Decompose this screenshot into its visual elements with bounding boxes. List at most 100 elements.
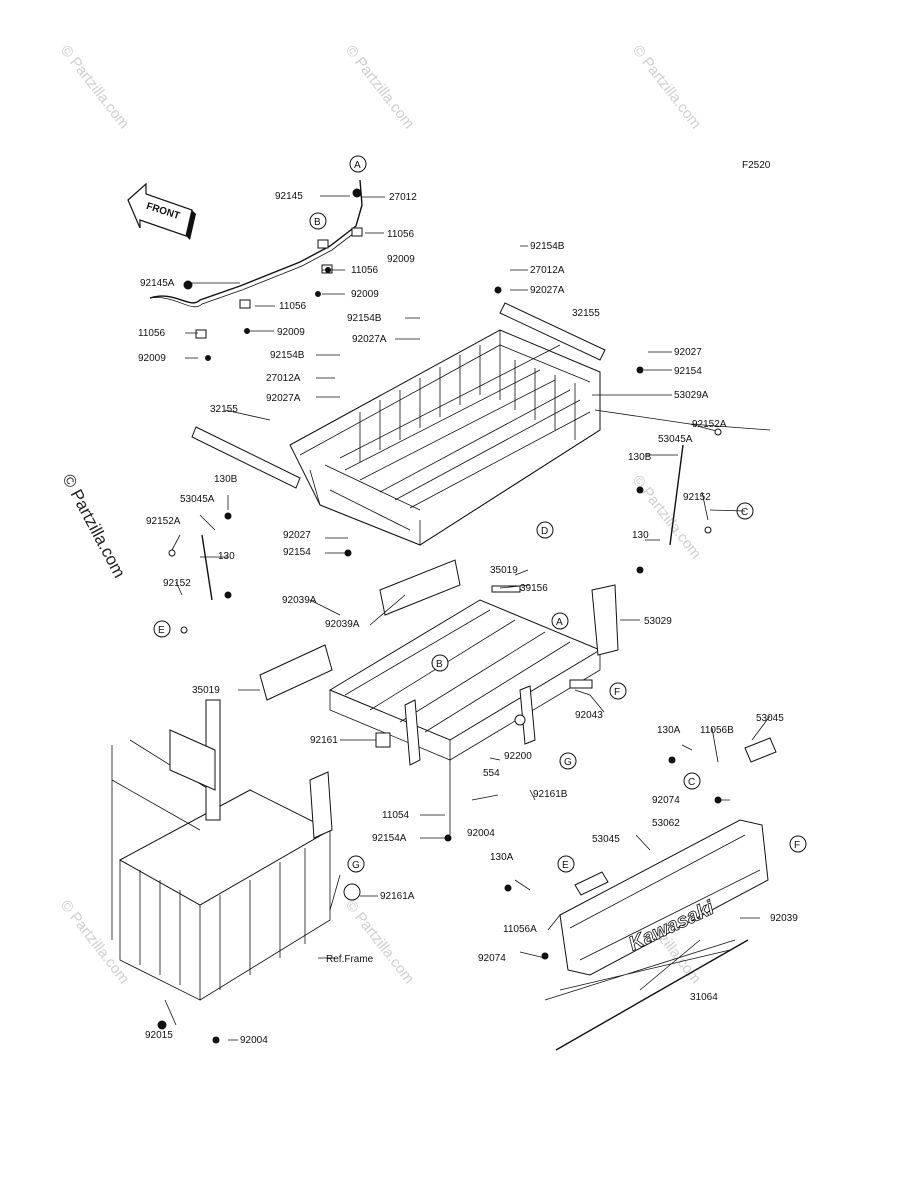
callout-f: F <box>614 687 620 698</box>
part-label: 53045A <box>180 494 215 505</box>
sub-frame <box>328 599 602 766</box>
part-label: 92161 <box>310 735 338 746</box>
callout-b: B <box>314 217 321 228</box>
part-label: 130B <box>214 474 238 485</box>
guard-panels <box>259 559 521 701</box>
part-label: 53029 <box>644 616 672 627</box>
part-label: 92154 <box>283 547 311 558</box>
part-label: 92039A <box>282 595 317 606</box>
part-label: 11056B <box>700 725 734 736</box>
part-label: 35019 <box>192 685 220 696</box>
part-labels: 92145 27012 11056 92009 92145A 11056 920… <box>138 191 798 1046</box>
part-label: 92161A <box>380 891 415 902</box>
part-label: 11056 <box>387 229 415 240</box>
side-rails <box>191 302 606 489</box>
part-label: 92027A <box>530 285 565 296</box>
callout-markers: A B C D E A B F G C F E G <box>153 155 807 873</box>
watermark: © Partzilla.com <box>629 42 705 132</box>
figure-code: F2520 <box>742 160 771 171</box>
watermark: © Partzilla.com <box>629 472 705 562</box>
part-label: 27012A <box>266 373 301 384</box>
part-label: 554 <box>483 768 500 779</box>
part-label: 92009 <box>387 254 415 265</box>
callout-c: C <box>741 507 748 518</box>
part-label: 92027 <box>674 347 702 358</box>
part-label: 130 <box>632 530 649 541</box>
cable-assembly <box>149 179 363 339</box>
watermark: © Partzilla.com <box>57 42 133 132</box>
fasteners <box>157 267 722 1044</box>
part-label: 53045 <box>592 834 620 845</box>
part-label: 130 <box>218 551 235 562</box>
part-label: 92009 <box>138 353 166 364</box>
part-label: 130A <box>490 852 514 863</box>
callout-f2: F <box>794 840 800 851</box>
callout-a: A <box>354 160 361 171</box>
part-label: 92043 <box>575 710 603 721</box>
part-label: 92145A <box>140 278 175 289</box>
part-label: 11056 <box>279 301 307 312</box>
part-label: 53029A <box>674 390 709 401</box>
part-label: 92074 <box>478 953 506 964</box>
part-label: 92161B <box>533 789 568 800</box>
watermark: © Partzilla.com <box>57 897 133 987</box>
part-label: 92200 <box>504 751 532 762</box>
part-label: 92154B <box>347 313 382 324</box>
part-label: 92152 <box>683 492 711 503</box>
cargo-bed <box>289 329 601 546</box>
part-label: 92154 <box>674 366 702 377</box>
part-label: 92039A <box>325 619 360 630</box>
part-label: 92027 <box>283 530 311 541</box>
part-label: 53062 <box>652 818 680 829</box>
part-label: 53045A <box>658 434 693 445</box>
part-label: 92152A <box>146 516 181 527</box>
part-label: 92039 <box>770 913 798 924</box>
part-label: 92152A <box>692 419 727 430</box>
part-label: 92152 <box>163 578 191 589</box>
callout-e2: E <box>562 860 569 871</box>
support-rod-left <box>201 534 213 601</box>
watermark: © Partzilla.com <box>342 897 418 987</box>
part-label: 11056 <box>138 328 166 339</box>
callout-g: G <box>564 757 572 768</box>
front-arrow-icon: FRONT <box>127 182 196 240</box>
part-label: 35019 <box>490 565 518 576</box>
vehicle-frame <box>111 699 361 1001</box>
part-label: 92004 <box>240 1035 268 1046</box>
part-label: 92027A <box>266 393 301 404</box>
callout-e: E <box>158 625 165 636</box>
callout-b2: B <box>436 659 443 670</box>
part-label: 92009 <box>277 327 305 338</box>
part-label: 53045 <box>756 713 784 724</box>
callout-g2: G <box>352 860 360 871</box>
part-label: 92154A <box>372 833 407 844</box>
part-label: 32155 <box>572 308 600 319</box>
part-label: 92027A <box>352 334 387 345</box>
tailgate: Kawasaki <box>559 737 777 976</box>
part-label: 92154B <box>530 241 565 252</box>
leader-lines <box>164 195 771 1041</box>
callout-c2: C <box>688 777 695 788</box>
part-label: 27012A <box>530 265 565 276</box>
part-label: 32155 <box>210 404 238 415</box>
part-label: 11056 <box>351 265 379 276</box>
part-label: 11054 <box>382 810 410 821</box>
part-label: 39156 <box>520 583 548 594</box>
part-label: 92015 <box>145 1030 173 1041</box>
callout-d: D <box>541 526 548 537</box>
part-label: 130A <box>657 725 681 736</box>
watermark: © Partzilla.com <box>58 471 129 581</box>
part-label: 92145 <box>275 191 303 202</box>
callout-a2: A <box>556 617 563 628</box>
ref-frame-label: Ref.Frame <box>326 954 374 965</box>
rod <box>555 939 749 1051</box>
part-label: 92009 <box>351 289 379 300</box>
watermark: © Partzilla.com <box>342 42 418 132</box>
support-rod-right <box>669 444 684 546</box>
part-label: 92004 <box>467 828 495 839</box>
part-label: 31064 <box>690 992 718 1003</box>
part-label: 130B <box>628 452 652 463</box>
tailgate-side <box>591 584 619 656</box>
